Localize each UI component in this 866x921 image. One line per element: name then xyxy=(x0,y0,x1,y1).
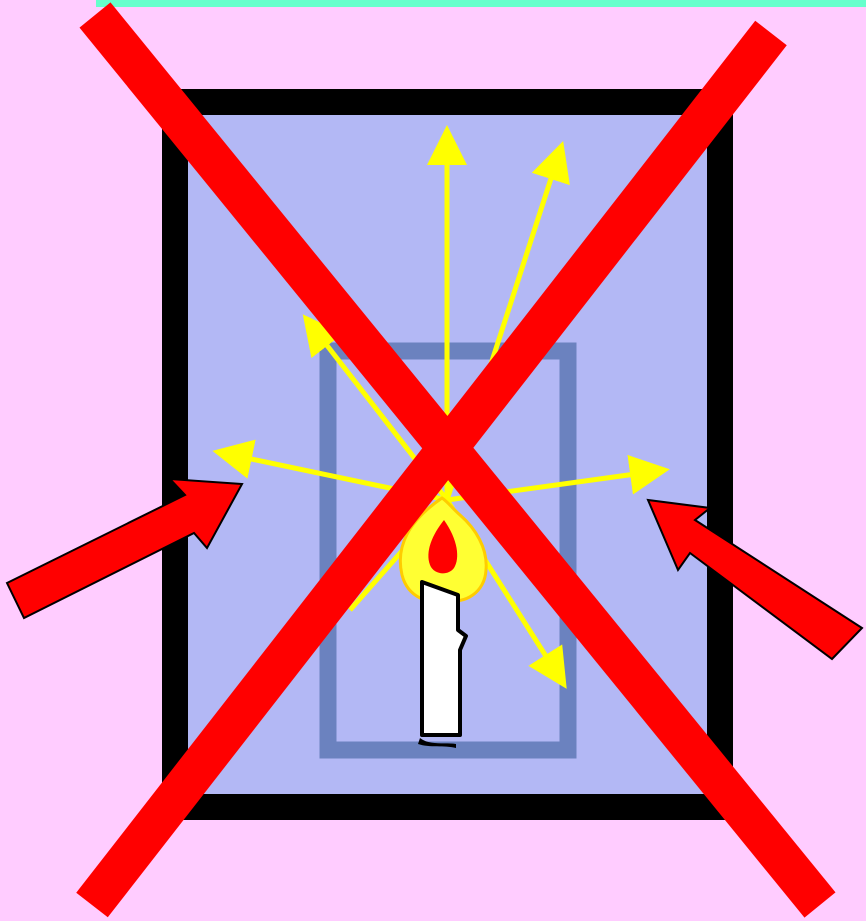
candle-icon xyxy=(418,582,466,748)
